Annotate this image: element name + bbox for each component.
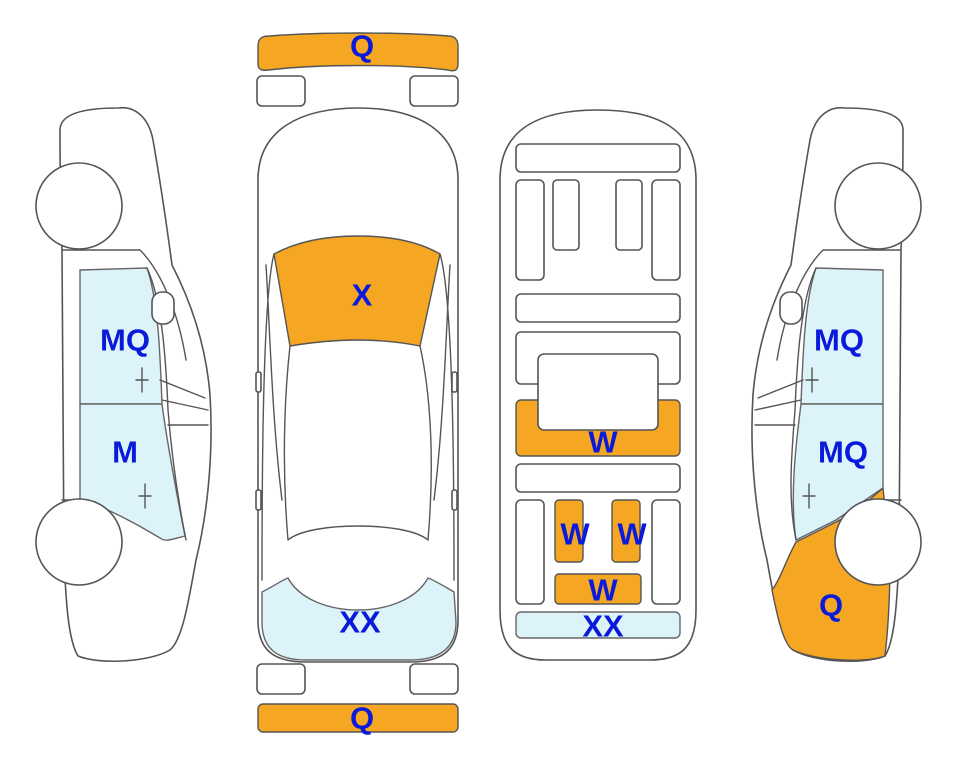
right-headlight (409, 75, 459, 107)
interior-trunk-panel[interactable] (515, 611, 681, 639)
top-view: Q X XX Q (255, 29, 459, 736)
top-roof-outline (283, 345, 432, 541)
right-taillight (409, 663, 459, 695)
center-console (537, 353, 659, 431)
left-front-door-handle (138, 483, 152, 509)
windshield-code: X (352, 278, 373, 313)
right-rear-glass-code: MQ (814, 323, 864, 358)
left-side-view: MQ M (35, 106, 212, 663)
left-door-panel-front (515, 179, 545, 281)
left-side-pillar-lines (146, 267, 209, 541)
interior-rear-left-code: W (560, 517, 590, 552)
right-rear-door-handle (805, 367, 819, 393)
right-side-view: MQ MQ Q (751, 106, 922, 663)
left-rear-door-handle (135, 367, 149, 393)
left-front-door-glass[interactable] (79, 403, 186, 541)
interior-rear-left-seat[interactable] (554, 499, 584, 563)
interior-rear-right-seat[interactable] (611, 499, 641, 563)
right-front-wheel (834, 498, 922, 586)
interior-rear-center-code: W (588, 573, 618, 608)
interior-front-row-code: W (588, 425, 618, 460)
right-front-door-handle (802, 483, 816, 509)
right-side-pillar-lines (754, 267, 817, 541)
rear-floor-panel (515, 463, 681, 493)
right-mirror (779, 291, 803, 325)
center-panel (515, 293, 681, 323)
right-front-fender-code: Q (819, 588, 843, 623)
right-front-glass-code: MQ (818, 435, 868, 470)
left-headlight (256, 75, 306, 107)
left-rear-glass-code: MQ (100, 323, 150, 358)
left-mirror-top (255, 371, 262, 393)
top-side-lines (261, 253, 455, 581)
front-right-seat-back (615, 179, 643, 251)
left-rear-wheel (35, 162, 123, 250)
right-door-panel-front (651, 179, 681, 281)
left-door-panel-rear (515, 499, 545, 605)
rear-bumper[interactable] (257, 703, 459, 733)
interior-rear-center-seat[interactable] (554, 573, 642, 605)
left-taillight (256, 663, 306, 695)
left-front-wheel (35, 498, 123, 586)
left-mirror (151, 291, 175, 325)
rear-bumper-code: Q (350, 701, 374, 736)
front-bumper-code: Q (350, 29, 374, 64)
left-front-glass-code: M (112, 435, 138, 470)
front-left-seat-back (552, 179, 580, 251)
interior-rear-right-code: W (617, 517, 647, 552)
interior-view: W W W W XX (499, 109, 697, 661)
interior-trunk-code: XX (582, 609, 624, 644)
right-mirror-top (451, 371, 458, 393)
right-rear-wheel (834, 162, 922, 250)
left-handle-top (255, 489, 262, 511)
dashboard (515, 143, 681, 173)
rear-window-code: XX (339, 605, 381, 640)
front-bumper[interactable] (257, 32, 459, 72)
rear-window[interactable] (261, 577, 457, 661)
right-door-panel-rear (651, 499, 681, 605)
right-handle-top (451, 489, 458, 511)
